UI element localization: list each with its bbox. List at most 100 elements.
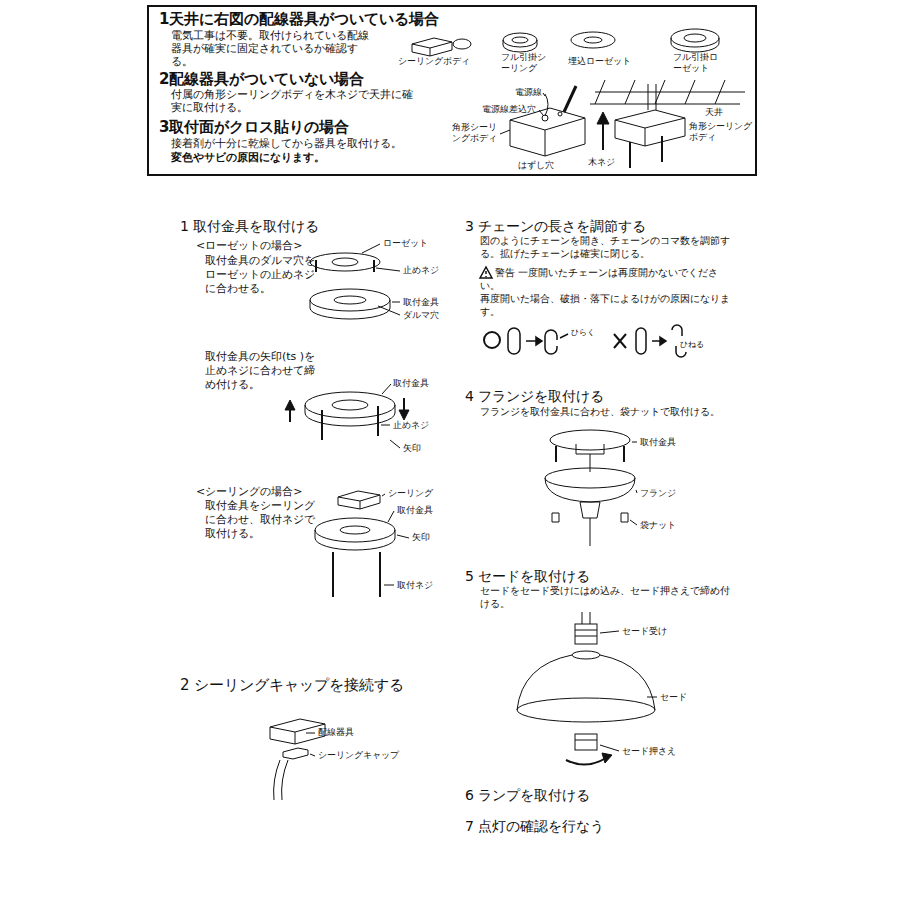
tighten-step (285, 384, 409, 448)
instruction-text: 取付金具のダルマ穴をローゼットの止めネジに合わせる。 (205, 254, 317, 295)
action-label: ひらく (571, 328, 595, 338)
part-label: はずし穴 (518, 160, 554, 171)
open-link (545, 330, 557, 354)
up-arrow (602, 122, 604, 150)
part-label: 天井 (705, 107, 723, 118)
mounting-screws (333, 552, 380, 597)
ceiling-step (315, 491, 409, 597)
part-label: 木ネジ (588, 157, 615, 168)
arrow-head (536, 337, 542, 345)
step-heading: 4 フランジを取付ける (465, 388, 604, 405)
instruction-text: 図のようにチェーンを開き、チェーンのコマ数を調節する。拡げたチェーンは確実に閉じ… (480, 235, 730, 260)
part-label: 取付金具 (403, 297, 439, 308)
part-label: シーリングボディ (398, 56, 470, 67)
notice-heading: 1天井に右図の配線器具がついている場合 (159, 10, 439, 28)
case-heading: <シーリングの場合> (196, 485, 302, 499)
release-hole (558, 112, 562, 116)
ceiling-block (338, 491, 380, 509)
warning-text: 警告 一度開いたチェーンは再度開かないでください。 (480, 267, 735, 292)
flange-body (545, 478, 635, 502)
canopy-neck (580, 502, 600, 518)
screwdriver (564, 86, 576, 112)
embedded-rosette (571, 32, 615, 48)
angular-ceiling-body (500, 86, 585, 156)
part-label: ローゼット (383, 238, 428, 249)
step-heading: 6 ランプを取付ける (465, 787, 590, 804)
arrow-head (597, 112, 609, 124)
box-outline (615, 110, 685, 146)
part-label: 埋込ローゼット (568, 56, 631, 67)
embedded-rosette-inner (584, 37, 602, 43)
step-heading: 1 取付金具を取付ける (180, 218, 319, 235)
notice-text: 付属の角形シーリングボディを木ネジで天井に確実に取付ける。 (171, 88, 416, 114)
mounting-plate-side (315, 530, 395, 550)
part-label: 取付金具 (397, 505, 433, 516)
plate-box (576, 444, 604, 454)
step-heading: 3 チェーンの長さを調節する (465, 218, 646, 235)
mounting-plate (550, 430, 630, 450)
part-label: セード受け (622, 626, 667, 637)
warning-mark (485, 271, 487, 277)
full-hook-ceiling-inner (512, 37, 528, 43)
mounting-plate (310, 289, 390, 311)
chain-link (636, 328, 646, 354)
power-wire (545, 94, 548, 116)
open-arrow (560, 334, 568, 338)
shade-rim (517, 698, 655, 722)
ceiling-body-round (453, 39, 471, 49)
arrow-head (602, 753, 612, 763)
shade-receiver (575, 624, 597, 644)
arrow-head (660, 337, 666, 345)
part-label: セード押さえ (622, 746, 676, 757)
notice-text: 電気工事は不要。取付けられている配線器具が確実に固定されているか確認する。 (171, 29, 371, 69)
box-outline (510, 108, 585, 156)
part-label: ダルマ穴 (403, 310, 439, 321)
instruction-text: 取付金具をシーリングに合わせ、取付ネジで取付ける。 (205, 499, 317, 540)
mounting-plate (305, 392, 395, 418)
arrow-head (399, 410, 409, 420)
rosette-inner (332, 258, 358, 266)
warning-text: 再度開いた場合、破損・落下によるけがの原因になります。 (480, 293, 735, 318)
step-heading: 2 シーリングキャップを接続する (180, 676, 404, 694)
flange-top (545, 468, 635, 488)
chain-step (480, 267, 686, 357)
leader-lines (600, 631, 657, 751)
part-label: 取付金具 (393, 378, 429, 389)
part-label: 袋ナット (640, 520, 676, 531)
part-label: 電源線 (515, 87, 542, 98)
instruction-text: フランジを取付金具に合わせ、袋ナットで取付ける。 (480, 406, 720, 419)
turn-arrow (566, 758, 606, 765)
notice-box: 1天井に右図の配線器具がついている場合電気工事は不要。取付けられている配線器具が… (147, 5, 757, 176)
ceiling-grid (590, 80, 745, 104)
wires (582, 612, 590, 624)
leader-lines (381, 384, 400, 448)
wire (590, 454, 591, 472)
part-label: シーリング (388, 488, 433, 499)
part-label: シーリングキャップ (318, 750, 399, 761)
step-arrow (526, 340, 536, 342)
ceiling-cap (283, 748, 308, 759)
wiring-device (270, 719, 325, 744)
plate-hole (334, 296, 366, 304)
part-label: フル引掛ローゼット (673, 52, 721, 75)
full-hook-rosette-side (671, 38, 719, 52)
ceiling-fittings (412, 29, 719, 56)
action-label: ひねる (680, 340, 704, 350)
notice-heading: 2配線器具がついていない場合 (159, 70, 364, 88)
mounting-plate (315, 518, 395, 542)
part-label: フランジ (640, 488, 676, 499)
wood-screws (630, 136, 662, 168)
notice-warning: 変色やサビの原因になります。 (171, 151, 325, 164)
rosette-step (310, 244, 400, 319)
part-label: 矢印 (403, 443, 421, 454)
chain-link (508, 328, 520, 354)
ceiling-body (412, 38, 452, 56)
part-label: 電源線差込穴 (482, 104, 536, 115)
warning-icon (480, 267, 492, 278)
mounting-plate-side (310, 300, 390, 319)
cord (590, 518, 591, 546)
instruction-text: セードをセード受けにはめ込み、セード押さえで締め付ける。 (480, 585, 735, 610)
plate-hole (340, 526, 370, 534)
